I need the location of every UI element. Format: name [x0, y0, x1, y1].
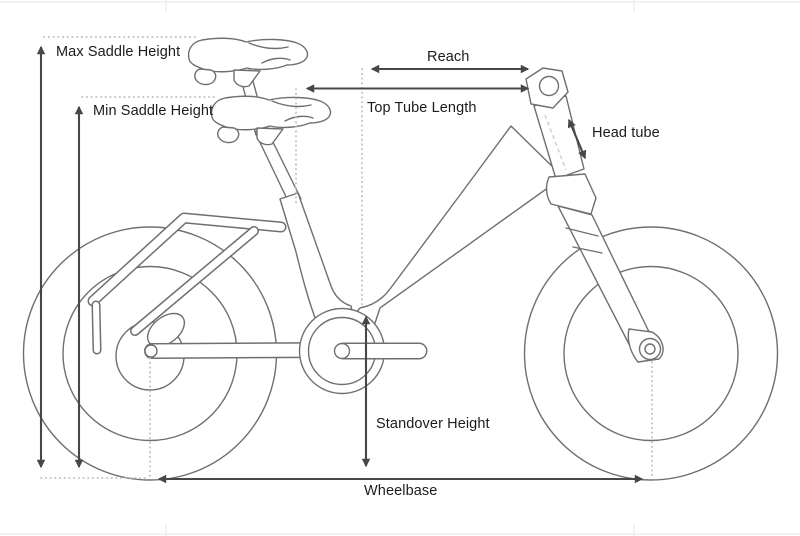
saddle-min — [210, 95, 332, 146]
label-min-saddle-height: Min Saddle Height — [93, 103, 214, 119]
front-fork — [545, 173, 664, 363]
label-top-tube-length: Top Tube Length — [367, 100, 477, 116]
crankset — [298, 307, 428, 395]
dimension-arrows — [36, 45, 644, 484]
reference-lines — [40, 36, 653, 479]
front-axle — [638, 337, 662, 361]
rear-axle — [144, 344, 158, 358]
head-tube-arrow — [567, 118, 587, 160]
down-tube — [341, 125, 564, 337]
front-tire — [523, 226, 779, 481]
label-standover-height: Standover Height — [376, 416, 490, 432]
saddle-max — [187, 37, 309, 88]
label-reach: Reach — [427, 49, 470, 65]
front-rim — [563, 265, 739, 442]
label-wheelbase: Wheelbase — [364, 483, 438, 499]
bike-artwork — [22, 37, 779, 481]
rear-rack — [87, 212, 287, 355]
seat-tube — [279, 192, 355, 324]
label-max-saddle-height: Max Saddle Height — [56, 44, 181, 60]
label-head-tube: Head tube — [592, 125, 660, 141]
front-wheel — [523, 226, 779, 481]
steerer-axis-line — [544, 114, 567, 171]
bottom-bracket — [333, 342, 351, 360]
hub-housing — [146, 312, 186, 348]
steerer-top — [538, 75, 560, 97]
